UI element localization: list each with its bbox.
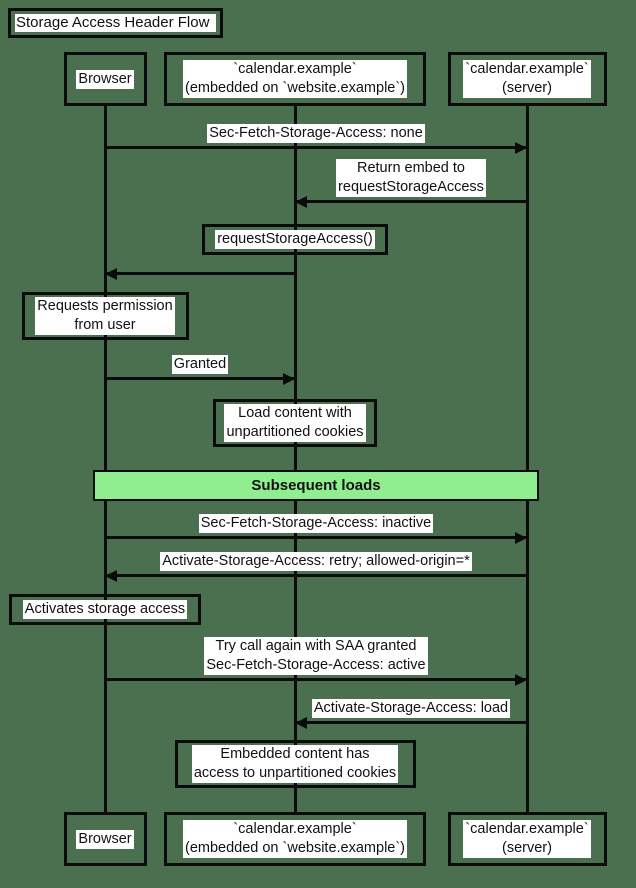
participant-embed-top[interactable]: `calendar.example` (embedded on `website… — [164, 52, 426, 106]
message-arrowhead-m7 — [515, 673, 527, 686]
note-n4: Activates storage access — [9, 594, 201, 625]
message-line-m6 — [105, 574, 527, 577]
lifeline-server — [526, 106, 529, 812]
message-line-m7 — [105, 678, 527, 681]
participant-label-embed: `calendar.example` (embedded on `website… — [182, 820, 408, 858]
participant-label-server: `calendar.example` (server) — [463, 820, 591, 858]
participant-label-browser: Browser — [76, 69, 134, 89]
note-n2: Requests permission from user — [21, 292, 189, 340]
note-n1: requestStorageAccess() — [202, 224, 388, 255]
message-arrowhead-m1 — [515, 141, 527, 154]
note-n5: Embedded content has access to unpartiti… — [174, 740, 416, 788]
note-text-n3: Load content with unpartitioned cookies — [224, 404, 366, 442]
message-arrowhead-m2 — [295, 195, 307, 208]
message-label-m5: Sec-Fetch-Storage-Access: inactive — [105, 514, 527, 533]
lifeline-browser — [104, 106, 107, 812]
participant-browser-top[interactable]: Browser — [63, 52, 147, 106]
message-label-m6: Activate-Storage-Access: retry; allowed-… — [105, 552, 527, 571]
message-label-m1: Sec-Fetch-Storage-Access: none — [105, 124, 527, 143]
note-text-n4: Activates storage access — [22, 600, 188, 619]
section-divider-d1: Subsequent loads — [93, 470, 539, 501]
message-label-text-m5: Sec-Fetch-Storage-Access: inactive — [198, 514, 434, 533]
message-label-text-m4: Granted — [171, 355, 229, 374]
message-label-text-m7: Try call again with SAA granted Sec-Fetc… — [204, 637, 428, 675]
message-label-m7: Try call again with SAA granted Sec-Fetc… — [105, 637, 527, 675]
message-line-m4 — [105, 377, 295, 380]
message-label-text-m1: Sec-Fetch-Storage-Access: none — [207, 124, 425, 143]
message-line-m2 — [295, 200, 527, 203]
note-text-n1: requestStorageAccess() — [215, 230, 375, 249]
participant-server-top[interactable]: `calendar.example` (server) — [447, 52, 607, 106]
message-arrowhead-m4 — [283, 372, 295, 385]
note-text-n5: Embedded content has access to unpartiti… — [191, 745, 399, 783]
message-arrowhead-m8 — [295, 716, 307, 729]
message-label-m2: Return embed to requestStorageAccess — [295, 159, 527, 197]
message-label-text-m2: Return embed to requestStorageAccess — [336, 159, 486, 197]
participant-label-browser: Browser — [76, 829, 134, 849]
diagram-title: Storage Access Header Flow — [15, 14, 216, 32]
participant-server-bottom[interactable]: `calendar.example` (server) — [447, 812, 607, 866]
diagram-title-box: Storage Access Header Flow — [8, 8, 223, 38]
message-arrowhead-m6 — [105, 569, 117, 582]
message-line-m1 — [105, 146, 527, 149]
message-arrowhead-m5 — [515, 531, 527, 544]
message-line-m3 — [105, 272, 295, 275]
message-label-m4: Granted — [105, 355, 295, 374]
message-line-m5 — [105, 536, 527, 539]
note-text-n2: Requests permission from user — [35, 297, 175, 335]
message-line-m8 — [295, 721, 527, 724]
message-label-text-m8: Activate-Storage-Access: load — [311, 699, 511, 718]
participant-label-server: `calendar.example` (server) — [463, 60, 591, 98]
participant-label-embed: `calendar.example` (embedded on `website… — [182, 60, 408, 98]
message-label-text-m6: Activate-Storage-Access: retry; allowed-… — [160, 552, 472, 571]
lifeline-embed — [294, 106, 297, 812]
participant-browser-bottom[interactable]: Browser — [63, 812, 147, 866]
message-arrowhead-m3 — [105, 267, 117, 280]
message-label-m8: Activate-Storage-Access: load — [295, 699, 527, 718]
participant-embed-bottom[interactable]: `calendar.example` (embedded on `website… — [164, 812, 426, 866]
note-n3: Load content with unpartitioned cookies — [213, 399, 377, 447]
